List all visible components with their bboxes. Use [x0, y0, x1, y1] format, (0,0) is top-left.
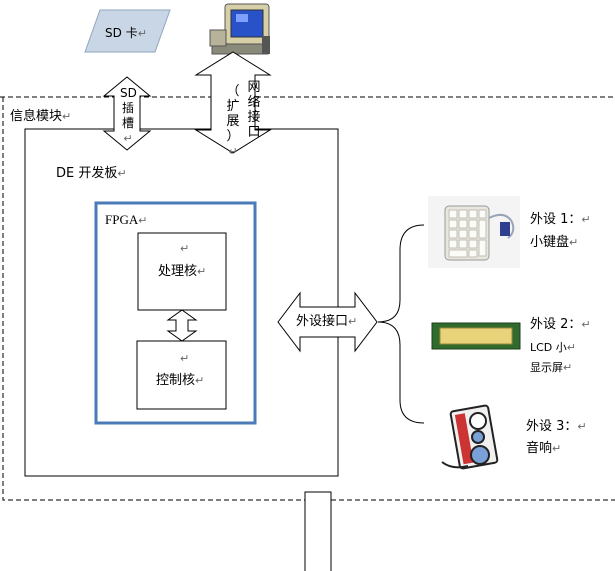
peripheral-2-name-line1: LCD 小↵ [530, 339, 576, 357]
network-char: 接 [247, 110, 261, 125]
peripheral-2-title-text: 外设 2： [530, 317, 582, 332]
para-mark: ↵ [569, 236, 579, 249]
computer-icon [209, 3, 270, 55]
sd-slot-arrow [102, 76, 152, 151]
para-mark: ↵ [137, 27, 147, 40]
network-sub-char: 扩 [226, 99, 240, 114]
para-mark: ↵ [180, 242, 190, 255]
sd-slot-char: 槽 [121, 116, 134, 130]
sd-card-icon [84, 9, 171, 53]
peripheral-2-name-text: LCD 小 [530, 341, 567, 354]
para-mark: ↵ [123, 132, 133, 145]
speaker-icon [441, 404, 499, 470]
para-mark: ↵ [180, 352, 190, 365]
fpga-box [94, 201, 257, 425]
de-board-box [24, 128, 339, 477]
para-mark: ↵ [138, 215, 148, 227]
de-board-label: DE 开发板↵ [56, 165, 127, 183]
para-mark: ↵ [581, 213, 591, 226]
network-sub-label: （ 扩 展 ） ↵ [225, 84, 241, 159]
sd-slot-label: SD 插 槽 ↵ [120, 86, 137, 146]
network-char: 网 [247, 80, 261, 95]
info-module-frame [0, 96, 615, 501]
para-mark: ↵ [117, 167, 127, 180]
network-sub-char: 展 [226, 114, 240, 129]
para-mark: ↵ [552, 442, 562, 455]
peripheral-1-title: 外设 1：↵ [530, 211, 591, 229]
peripheral-3-title: 外设 3：↵ [526, 418, 587, 436]
peripheral-2-name-line2: 显示屏↵ [530, 359, 572, 377]
peripheral-interface-arrow [277, 291, 378, 353]
keypad-icon [428, 196, 520, 268]
network-sub-char: （ [226, 84, 240, 99]
core-link-arrow [166, 309, 198, 342]
peripheral-1-title-text: 外设 1： [530, 212, 582, 227]
peripheral-3-name-text: 音响 [526, 441, 553, 456]
fpga-text: FPGA [105, 212, 139, 227]
control-core-box [136, 340, 227, 410]
sd-card-text: SD 卡 [105, 26, 138, 40]
info-module-label: 信息模块↵ [10, 108, 71, 126]
para-mark: ↵ [197, 265, 207, 278]
processor-core-text: 处理核 [158, 264, 198, 279]
control-core-text: 控制核 [156, 373, 196, 388]
peripheral-3-title-text: 外设 3： [526, 419, 578, 434]
peripheral-1-name: 小键盘↵ [530, 234, 578, 252]
para-mark: ↵ [563, 361, 573, 374]
para-mark: ↵ [62, 110, 72, 123]
peripheral-2-title: 外设 2：↵ [530, 316, 591, 334]
network-char: 口 [247, 125, 261, 140]
para-mark: ↵ [566, 341, 576, 354]
processor-core-label: 处理核↵ [158, 263, 206, 281]
peripheral-interface-text: 外设接口 [296, 314, 349, 329]
info-module-text: 信息模块 [10, 109, 63, 124]
lcd-display-icon [431, 322, 521, 350]
para-mark: ↵ [195, 374, 205, 387]
para-mark: ↵ [581, 318, 591, 331]
peripheral-3-name: 音响↵ [526, 440, 561, 458]
peripheral-1-name-text: 小键盘 [530, 235, 570, 250]
para-mark: ↵ [348, 315, 358, 328]
sd-slot-char: SD [120, 86, 137, 100]
peripheral-brace [377, 224, 425, 424]
network-char: 络 [247, 95, 261, 110]
sd-slot-char: 插 [121, 101, 134, 115]
para-mark: ↵ [228, 145, 238, 158]
network-arrow [194, 51, 272, 154]
control-core-label: 控制核↵ [156, 372, 204, 390]
de-board-text: DE 开发板 [56, 166, 118, 181]
sd-card-label: SD 卡↵ [105, 24, 147, 43]
fpga-label: FPGA↵ [105, 211, 147, 230]
peripheral-interface-label: 外设接口↵ [296, 313, 357, 331]
peripheral-2-name-text: 显示屏 [530, 361, 563, 374]
para-mark: ↵ [577, 420, 587, 433]
processor-core-box [137, 232, 227, 311]
network-sub-char: ） [226, 129, 240, 144]
network-label: 网 络 接 口 [246, 80, 262, 140]
bottom-bus [304, 491, 332, 571]
